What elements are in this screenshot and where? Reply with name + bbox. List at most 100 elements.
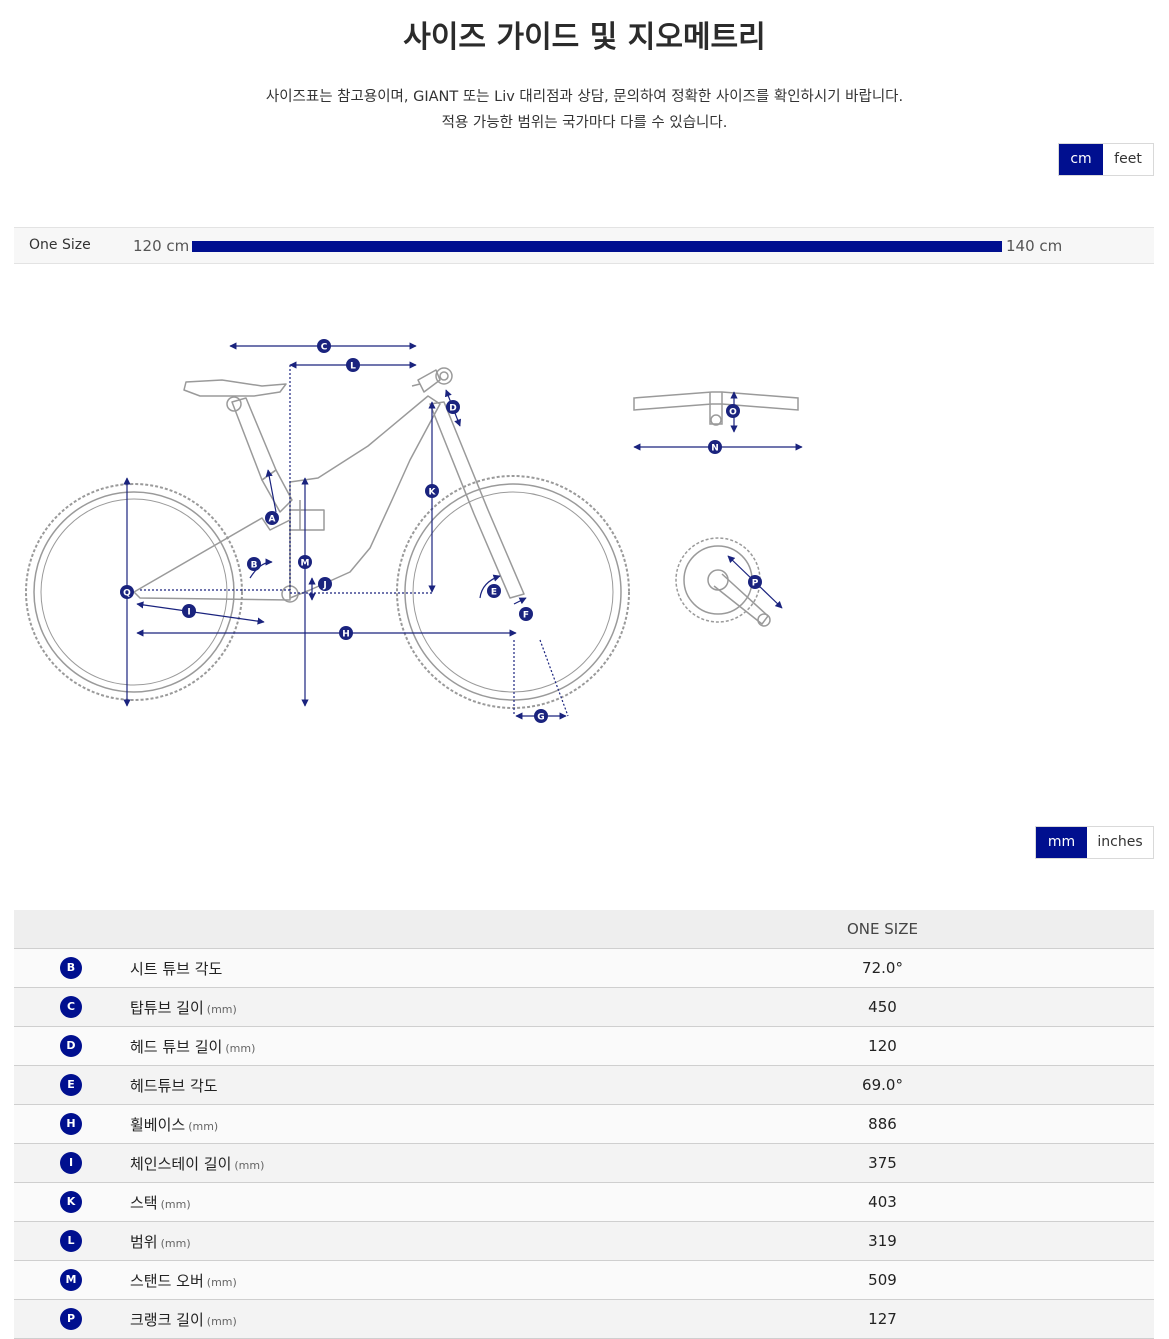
badge-q: Q [120, 585, 134, 599]
size-disclaimer: 사이즈표는 참고용이며, GIANT 또는 Liv 대리점과 상담, 문의하여 … [265, 89, 904, 105]
svg-text:K: K [429, 488, 437, 498]
measurement-badges: A B C D E F G H I J K L M N O P Q [120, 339, 762, 723]
badge-o: O [726, 404, 740, 418]
svg-text:N: N [711, 444, 719, 454]
measure-badge: C [60, 996, 82, 1018]
measure-value: 375 [611, 1143, 1154, 1183]
measure-badge: E [60, 1074, 82, 1096]
badge-a: A [265, 511, 279, 525]
measure-unit: (mm) [225, 1041, 256, 1055]
measure-value: 120 [611, 1026, 1154, 1066]
table-row: D 헤드 튜브 길이(mm) 120 [14, 1026, 1154, 1066]
bike-geometry-diagram: A B C D E F G H I J K L M N O P Q [25, 339, 803, 723]
measure-name: 범위 [130, 1232, 158, 1251]
measure-unit: (mm) [188, 1119, 219, 1133]
measure-value: 450 [611, 987, 1154, 1027]
header-key [14, 910, 128, 949]
table-row: M 스탠드 오버(mm) 509 [14, 1260, 1154, 1300]
badge-e: E [487, 584, 501, 598]
svg-text:M: M [301, 559, 310, 569]
badge-n: N [708, 440, 722, 454]
svg-text:H: H [342, 630, 350, 640]
svg-text:L: L [350, 362, 356, 372]
measure-value: 72.0° [611, 948, 1154, 988]
bike-frame [133, 367, 525, 603]
measure-value: 509 [611, 1260, 1154, 1300]
header-name [128, 910, 611, 949]
svg-text:Q: Q [123, 589, 131, 599]
geometry-unit-toggle: mm inches [1035, 826, 1154, 859]
badge-j: J [318, 577, 332, 591]
page-title: 사이즈 가이드 및 지오메트리 [403, 20, 766, 55]
measure-name: 시트 튜브 각도 [130, 959, 223, 978]
range-max-height: 140 cm [1006, 237, 1063, 255]
table-row: H 휠베이스(mm) 886 [14, 1104, 1154, 1144]
measure-badge: L [60, 1230, 82, 1252]
table-row: L 범위(mm) 319 [14, 1221, 1154, 1261]
table-row: E 헤드튜브 각도 69.0° [14, 1065, 1154, 1105]
badge-g: G [534, 709, 548, 723]
front-wheel [396, 475, 630, 709]
badge-d: D [446, 400, 460, 414]
measure-badge: D [60, 1035, 82, 1057]
badge-f: F [519, 607, 533, 621]
badge-h: H [339, 626, 353, 640]
measure-badge: M [60, 1269, 82, 1291]
table-header-row: ONE SIZE [14, 910, 1154, 949]
measure-badge: K [60, 1191, 82, 1213]
unit-mm-button[interactable]: mm [1036, 827, 1087, 858]
measure-value: 127 [611, 1299, 1154, 1339]
range-min-height: 120 cm [133, 237, 190, 255]
measure-name: 휠베이스 [130, 1115, 186, 1134]
measure-name: 탑튜브 길이 [130, 998, 204, 1017]
badge-k: K [425, 484, 439, 498]
measure-value: 319 [611, 1221, 1154, 1261]
unit-inches-button[interactable]: inches [1097, 834, 1143, 850]
measure-badge: B [60, 957, 82, 979]
badge-l: L [346, 358, 360, 372]
measure-name: 헤드튜브 각도 [130, 1076, 218, 1095]
svg-text:P: P [752, 579, 759, 589]
measure-unit: (mm) [160, 1236, 191, 1250]
region-disclaimer: 적용 가능한 범위는 국가마다 다를 수 있습니다. [441, 115, 728, 131]
measure-unit: (mm) [206, 1275, 237, 1289]
measure-name: 크랭크 길이 [130, 1310, 204, 1329]
svg-text:C: C [321, 343, 328, 353]
svg-text:D: D [449, 404, 456, 414]
size-range-row: One Size 120 cm 140 cm [14, 227, 1154, 264]
svg-text:O: O [729, 408, 737, 418]
measure-name: 스택 [130, 1193, 158, 1212]
handlebar-detail [633, 391, 799, 426]
measure-unit: (mm) [206, 1002, 237, 1016]
table-row: C 탑튜브 길이(mm) 450 [14, 987, 1154, 1027]
unit-cm-button[interactable]: cm [1059, 144, 1103, 175]
svg-text:A: A [269, 515, 276, 525]
measure-badge: I [60, 1152, 82, 1174]
measure-value: 886 [611, 1104, 1154, 1144]
measure-name: 스탠드 오버 [130, 1271, 204, 1290]
svg-text:I: I [187, 608, 190, 618]
badge-i: I [182, 604, 196, 618]
measure-value: 69.0° [611, 1065, 1154, 1105]
header-one-size: ONE SIZE [611, 910, 1154, 949]
measure-name: 체인스테이 길이 [130, 1154, 232, 1173]
svg-text:J: J [322, 581, 326, 591]
svg-text:G: G [537, 713, 544, 723]
table-row: B 시트 튜브 각도 72.0° [14, 948, 1154, 988]
measure-badge: P [60, 1308, 82, 1330]
table-row: I 체인스테이 길이(mm) 375 [14, 1143, 1154, 1183]
badge-b: B [247, 557, 261, 571]
badge-c: C [317, 339, 331, 353]
size-name: One Size [29, 237, 91, 253]
measure-value: 403 [611, 1182, 1154, 1222]
geometry-table: ONE SIZE B 시트 튜브 각도 72.0° C 탑튜브 길이(mm) 4… [14, 910, 1154, 1339]
height-range-bar [192, 241, 1002, 252]
svg-text:B: B [251, 561, 258, 571]
measure-unit: (mm) [206, 1314, 237, 1328]
rear-wheel [25, 483, 243, 701]
table-row: P 크랭크 길이(mm) 127 [14, 1299, 1154, 1339]
size-unit-toggle: cm feet [1058, 143, 1154, 176]
svg-text:F: F [523, 611, 529, 621]
measure-unit: (mm) [234, 1158, 265, 1172]
unit-feet-button[interactable]: feet [1114, 151, 1142, 167]
